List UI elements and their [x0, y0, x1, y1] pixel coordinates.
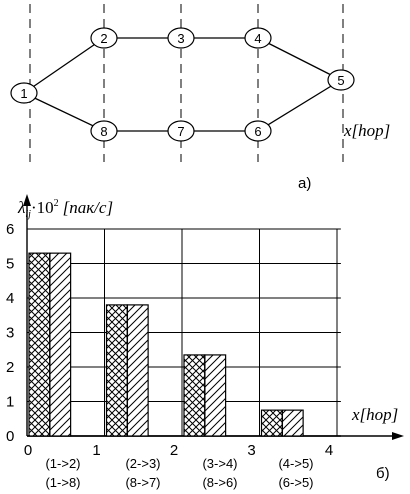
graph-node-4 — [244, 27, 272, 49]
chart-y-tick-label: 3 — [6, 325, 14, 342]
graph-edge-6-5 — [257, 79, 342, 132]
chart-bar-crosshatch — [105, 304, 128, 437]
chart-y-tick-label: 0 — [6, 428, 14, 445]
chart-group-label-top: (3->4) — [202, 456, 237, 471]
chart-bar-crosshatch — [260, 409, 283, 437]
graph-edge-1-2 — [23, 37, 105, 94]
chart-bar-diagonal — [126, 304, 149, 437]
chart-y-tick-label: 1 — [6, 394, 14, 411]
graph-node-5 — [327, 69, 355, 91]
chart-x-tick-label: 4 — [325, 442, 333, 459]
chart-group-label-top: (4->5) — [278, 456, 313, 471]
graph-edge-1-8 — [23, 92, 105, 132]
graph-node-7 — [167, 120, 195, 142]
chart-x-axis-label: x[hop] — [351, 405, 398, 424]
chart-group-label-bottom: (8->7) — [125, 475, 160, 490]
graph-node-label-8: 8 — [100, 124, 107, 139]
chart-x-axis-arrow — [392, 432, 404, 440]
graph-node-8 — [90, 120, 118, 142]
chart-bar-diagonal — [49, 252, 72, 437]
graph-node-label-1: 1 — [20, 86, 27, 101]
chart-y-tick-label: 5 — [6, 256, 14, 273]
chart-y-tick-label: 2 — [6, 359, 14, 376]
graph-node-label-6: 6 — [254, 124, 261, 139]
graph-node-2 — [90, 27, 118, 49]
graph-node-label-2: 2 — [100, 31, 107, 46]
chart-bar-diagonal — [204, 354, 227, 437]
graph-panel-label: а) — [298, 175, 311, 192]
chart-y-tick-label: 6 — [6, 221, 14, 238]
graph-edge-4-5 — [257, 37, 342, 81]
graph-node-label-5: 5 — [337, 73, 344, 88]
graph-node-label-3: 3 — [177, 31, 184, 46]
chart-y-axis-arrow — [23, 194, 31, 206]
graph-axis-label-x: x[hop] — [343, 121, 390, 140]
chart-x-tick-label: 2 — [170, 442, 178, 459]
chart-y-axis-label: λij·102[пак/с] — [17, 198, 113, 220]
chart-group-label-bottom: (1->8) — [45, 475, 80, 490]
chart-x-tick-label: 3 — [247, 442, 255, 459]
chart-group-label-bottom: (8->6) — [202, 475, 237, 490]
chart-panel-label: б) — [376, 465, 390, 482]
chart-bar-diagonal — [281, 409, 304, 437]
chart-x-tick-label: 1 — [92, 442, 100, 459]
chart-bar-crosshatch — [28, 252, 51, 437]
chart-group-label-top: (1->2) — [45, 456, 80, 471]
graph-node-1 — [10, 82, 38, 104]
graph-node-label-7: 7 — [177, 124, 184, 139]
bar-chart: 0 1 2 3 4 5 6 0 1 2 3 4 (1->2) (1->8) (2->3) (8->7) (3->… — [6, 194, 404, 490]
chart-y-tick-label: 4 — [6, 290, 14, 307]
graph-node-label-4: 4 — [254, 31, 261, 46]
chart-group-label-bottom: (6->5) — [278, 475, 313, 490]
graph-node-6 — [244, 120, 272, 142]
chart-x-tick-label: 0 — [24, 442, 32, 459]
network-graph: 1 2 3 4 5 6 7 8 — [10, 4, 355, 162]
chart-group-label-top: (2->3) — [125, 456, 160, 471]
graph-node-3 — [167, 27, 195, 49]
chart-bar-crosshatch — [183, 354, 206, 437]
